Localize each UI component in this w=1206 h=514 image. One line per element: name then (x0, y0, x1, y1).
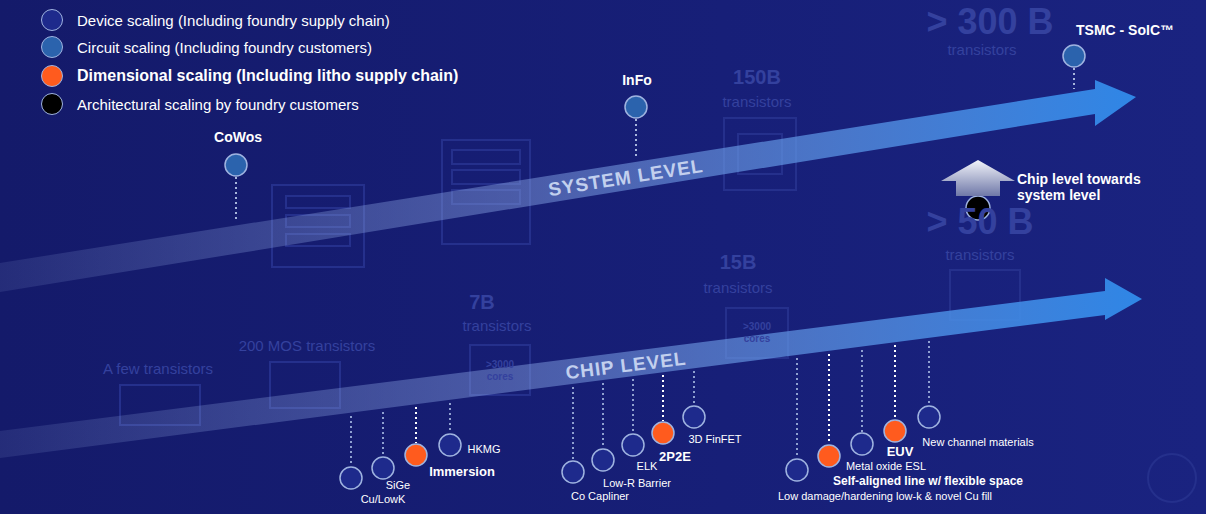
milestone-label: ELK (637, 460, 658, 473)
legend-entry: Dimensional scaling (Including litho sup… (41, 65, 458, 87)
faint-block (286, 196, 350, 208)
leader-line (796, 358, 798, 458)
leader-line (662, 375, 664, 421)
device-dot (851, 433, 873, 455)
dimensional-dot (818, 445, 840, 467)
legend-text: Circuit scaling (Including foundry custo… (77, 39, 372, 56)
milestone-label: Immersion (429, 465, 495, 480)
milestone-label: InFo (622, 72, 652, 88)
leader-line (235, 177, 237, 222)
transistor-unit: transistors (947, 41, 1016, 58)
milestone-label: HKMG (468, 443, 501, 456)
device-dot (439, 434, 461, 456)
transistor-count: 15B (720, 251, 757, 274)
leader-line (828, 354, 830, 444)
legend-swatch (41, 93, 63, 115)
transistor-unit: transistors (703, 279, 772, 296)
core-count: >3000 cores (480, 359, 520, 382)
core-count: >3000 cores (737, 321, 777, 344)
callout-label: Chip level towards system level (1017, 171, 1167, 203)
arrow-band (0, 278, 1142, 458)
circuit-dot (1063, 45, 1085, 67)
device-dot (592, 449, 614, 471)
milestone-label: Cu/LowK (361, 493, 406, 506)
device-dot (683, 406, 705, 428)
legend-swatch (41, 9, 63, 31)
legend-entry: Circuit scaling (Including foundry custo… (41, 36, 372, 58)
transistor-count: 7B (469, 291, 495, 314)
milestone-label: Low-R Barrier (603, 477, 671, 490)
milestone-label: 3D FinFET (688, 433, 741, 446)
leader-line (449, 403, 451, 433)
dimensional-dot (405, 444, 427, 466)
leader-line (572, 387, 574, 460)
legend-text: Dimensional scaling (Including litho sup… (77, 67, 458, 85)
transistor-count: > 300 B (926, 1, 1053, 42)
legend-text: Device scaling (Including foundry supply… (77, 12, 390, 29)
leader-line (928, 341, 930, 405)
milestone-label: Metal oxide ESL (846, 460, 926, 473)
transistor-count: 150B (733, 66, 781, 89)
band-title: SYSTEM LEVEL (547, 155, 705, 201)
milestone-label: Self-aligned line w/ flexible space (833, 475, 1023, 489)
legend-text: Architectural scaling by foundry custome… (77, 96, 359, 113)
transistor-unit: transistors (945, 246, 1014, 263)
legend-entry: Architectural scaling by foundry custome… (41, 93, 359, 115)
leader-line (894, 345, 896, 419)
leader-line (350, 416, 352, 466)
arrow-band (0, 80, 1136, 292)
leader-line (382, 412, 384, 456)
device-dot (340, 467, 362, 489)
transistor-unit: transistors (462, 317, 531, 334)
transistor-unit: transistors (722, 93, 791, 110)
device-dot (918, 406, 940, 428)
milestone-label: 2P2E (659, 450, 691, 465)
transistor-count: A few transistors (103, 360, 213, 377)
leader-line (693, 371, 695, 405)
milestone-label: TSMC - SoIC™ (1076, 22, 1174, 38)
leader-line (635, 119, 637, 159)
dimensional-dot (652, 422, 674, 444)
milestone-label: CoWos (214, 129, 262, 145)
transistor-count: 200 MOS transistors (239, 337, 376, 354)
device-dot (562, 461, 584, 483)
up-arrow (941, 160, 1015, 196)
faint-logo (1148, 454, 1196, 502)
transistor-count: > 50 B (926, 201, 1033, 242)
device-dot (786, 459, 808, 481)
milestone-label: SiGe (386, 479, 410, 492)
dimensional-dot (884, 420, 906, 442)
circuit-dot (625, 96, 647, 118)
leader-line (1073, 68, 1075, 89)
circuit-dot (225, 154, 247, 176)
leader-line (415, 407, 417, 443)
leader-line (602, 383, 604, 448)
leader-line (861, 350, 863, 432)
faint-block (452, 170, 520, 184)
device-dot (622, 434, 644, 456)
legend-entry: Device scaling (Including foundry supply… (41, 9, 390, 31)
faint-block (452, 150, 520, 164)
legend-swatch (41, 36, 63, 58)
leader-line (632, 379, 634, 433)
device-dot (372, 457, 394, 479)
milestone-label: Co Capliner (571, 490, 629, 503)
milestone-label: New channel materials (922, 436, 1033, 449)
milestone-label: EUV (887, 445, 914, 460)
legend-swatch (41, 65, 63, 87)
milestone-label: Low damage/hardening low-k & novel Cu fi… (778, 490, 992, 503)
